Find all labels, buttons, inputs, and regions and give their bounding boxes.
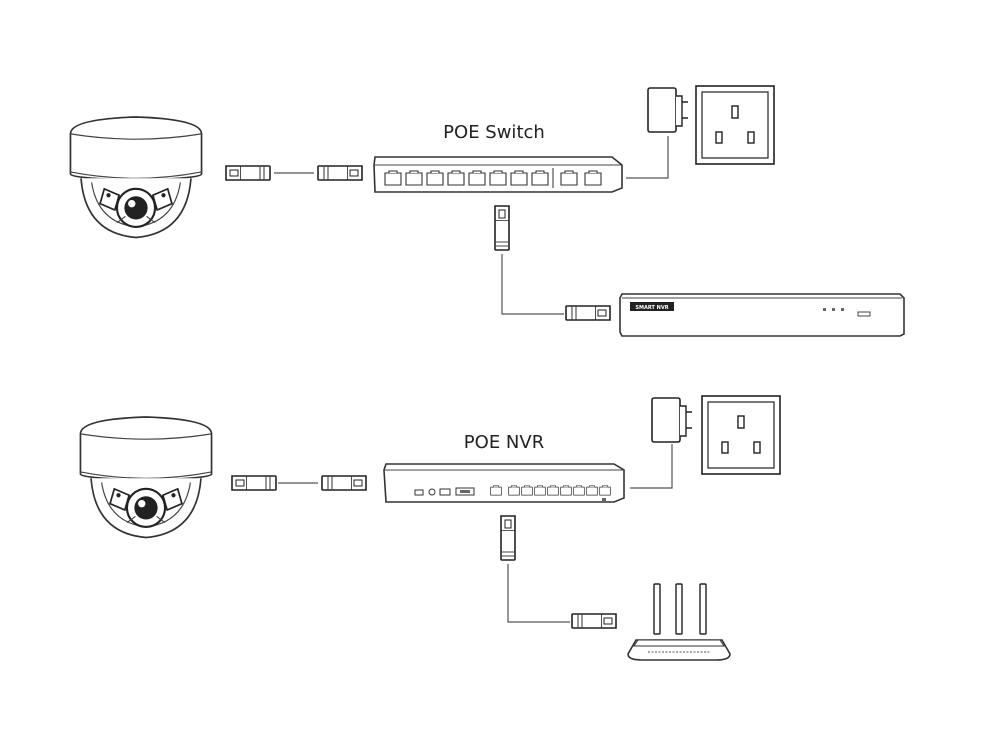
power-adapter-icon xyxy=(651,397,693,443)
cable-plug-icon xyxy=(565,305,611,321)
wall-socket-icon xyxy=(695,85,775,165)
dome-camera-icon xyxy=(69,115,203,239)
router-icon xyxy=(627,583,731,661)
power-line-switch xyxy=(626,85,775,179)
cable-camera-switch xyxy=(225,165,363,181)
bottom-topology: POE NVR xyxy=(79,395,781,661)
poe-switch-icon xyxy=(373,156,623,193)
cable-plug-icon xyxy=(571,613,617,629)
power-line-nvr xyxy=(630,395,781,489)
poe-switch-label: POE Switch xyxy=(443,122,545,143)
dome-camera-icon xyxy=(79,415,213,539)
cable-plug-icon xyxy=(231,475,277,491)
nvr-badge xyxy=(630,302,674,311)
antenna-icon xyxy=(675,583,683,635)
cable-plug-icon xyxy=(494,205,510,251)
smart-nvr-icon: SMART NVR xyxy=(619,293,905,337)
nvr-badge-text: SMART NVR xyxy=(635,305,668,311)
power-adapter-icon xyxy=(647,87,689,133)
poe-nvr-label: POE NVR xyxy=(464,432,544,453)
wall-socket-icon xyxy=(701,395,781,475)
cable-nvr-router xyxy=(500,515,617,629)
cable-plug-icon xyxy=(321,475,367,491)
antenna-icon xyxy=(699,583,707,635)
cable-plug-icon xyxy=(317,165,363,181)
cable-camera-nvr xyxy=(231,475,367,491)
cable-switch-nvr xyxy=(494,205,611,321)
top-topology: POE Switch xyxy=(69,85,905,337)
antenna-icon xyxy=(653,583,661,635)
cable-plug-icon xyxy=(500,515,516,561)
poe-nvr-icon xyxy=(383,463,625,503)
cable-plug-icon xyxy=(225,165,271,181)
